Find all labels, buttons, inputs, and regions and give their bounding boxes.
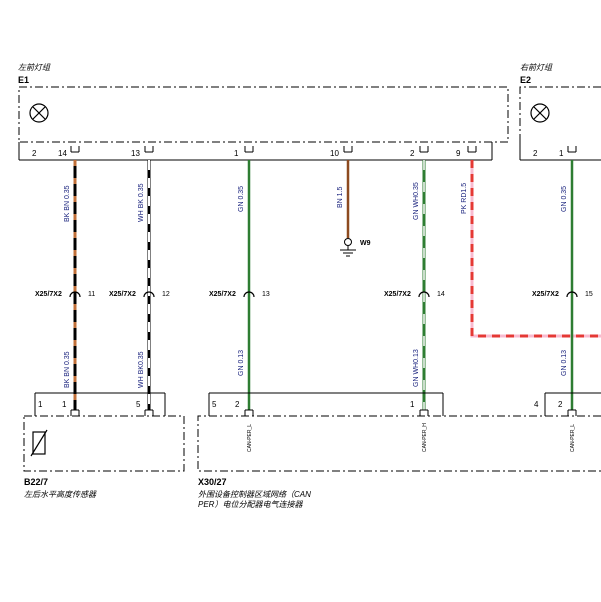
wire-label-top-4: BN 1.5 (337, 186, 344, 208)
e1-lamp-icon (29, 103, 49, 123)
connector-11: X25/7X2 11 (35, 291, 95, 298)
e1-pin-1: 1 (234, 149, 239, 158)
wire-label-top-6: PK RD1.5 (461, 183, 468, 214)
svg-text:12: 12 (162, 291, 170, 298)
e1-desc: 左前灯组 (18, 63, 51, 72)
b22-id: B22/7 (24, 477, 48, 487)
x30-signal-1: CAN-PER_L (247, 424, 253, 452)
svg-text:5: 5 (212, 400, 217, 409)
e2-outline (519, 86, 601, 142)
svg-text:15: 15 (585, 291, 593, 298)
x30-signal-2: CAN-PER_H (422, 423, 428, 452)
e2-pin-1: 1 (559, 149, 564, 158)
svg-text:X25/7X2: X25/7X2 (35, 291, 62, 298)
svg-text:4: 4 (534, 400, 539, 409)
wire-label-bot-3: GN 0.13 (238, 350, 245, 376)
svg-text:2: 2 (235, 400, 240, 409)
x30-desc-2: PER）电位分配器电气连接器 (198, 500, 303, 509)
e2-pin-2: 2 (533, 149, 538, 158)
svg-text:X25/7X2: X25/7X2 (209, 291, 236, 298)
x30-component: 5 2 1 (197, 392, 601, 472)
svg-text:X25/7X2: X25/7X2 (532, 291, 559, 298)
sensor-icon (30, 429, 48, 457)
e1-pin-9: 9 (456, 149, 461, 158)
svg-text:11: 11 (88, 291, 95, 298)
e1-pin-10: 10 (330, 149, 339, 158)
svg-text:1: 1 (410, 400, 415, 409)
wire-label-top-7: GN 0.35 (561, 186, 568, 212)
e1-pin-marks (70, 146, 477, 153)
svg-text:1: 1 (62, 400, 67, 409)
connector-12: X25/7X2 12 (109, 291, 170, 298)
e2-lamp-icon (530, 103, 550, 123)
e1-pin-2: 2 (32, 149, 37, 158)
e1-pin-13: 13 (131, 149, 140, 158)
ground-label: W9 (360, 240, 371, 247)
wire-label-top-1: BK BN 0.35 (64, 185, 71, 222)
wire-label-top-2: WH BK 0.35 (138, 183, 145, 222)
svg-text:14: 14 (437, 291, 445, 298)
wire-label-bot-1: BK BN 0.35 (64, 351, 71, 388)
e2-id: E2 (520, 75, 531, 85)
wire-pk-rd (470, 160, 601, 338)
wire-label-top-3: GN 0.35 (238, 186, 245, 212)
svg-text:13: 13 (262, 291, 270, 298)
svg-text:1: 1 (38, 400, 43, 409)
e2-desc: 右前灯组 (520, 63, 553, 72)
e1-pin-2b: 2 (410, 149, 415, 158)
connector-14: X25/7X2 14 (384, 291, 445, 298)
ground-icon (340, 238, 356, 257)
wire-label-top-5: GN WH0.35 (413, 182, 420, 220)
wire-label-bot-5: GN WH0.13 (413, 349, 420, 387)
svg-text:X25/7X2: X25/7X2 (109, 291, 136, 298)
b22-component: 1 1 5 (23, 392, 185, 472)
svg-text:5: 5 (136, 400, 141, 409)
x30-desc-1: 外围设备控制器区域网络（CAN (198, 490, 311, 499)
svg-text:2: 2 (558, 400, 563, 409)
right-bottom-component: 4 2 (534, 392, 601, 416)
b22-desc: 左后水平高度传感器 (24, 490, 97, 499)
connector-13: X25/7X2 13 (209, 291, 270, 298)
wire-label-bot-2: WH BK0.35 (138, 351, 145, 388)
e1-pin-14: 14 (58, 149, 67, 158)
e1-id: E1 (18, 75, 29, 85)
x30-id: X30/27 (198, 477, 227, 487)
svg-text:X25/7X2: X25/7X2 (384, 291, 411, 298)
connector-15: X25/7X2 15 (532, 291, 593, 298)
right-signal: CAN-PER_L (570, 424, 576, 452)
e1-outline (18, 86, 509, 143)
wire-label-bot-7: GN 0.13 (561, 350, 568, 376)
